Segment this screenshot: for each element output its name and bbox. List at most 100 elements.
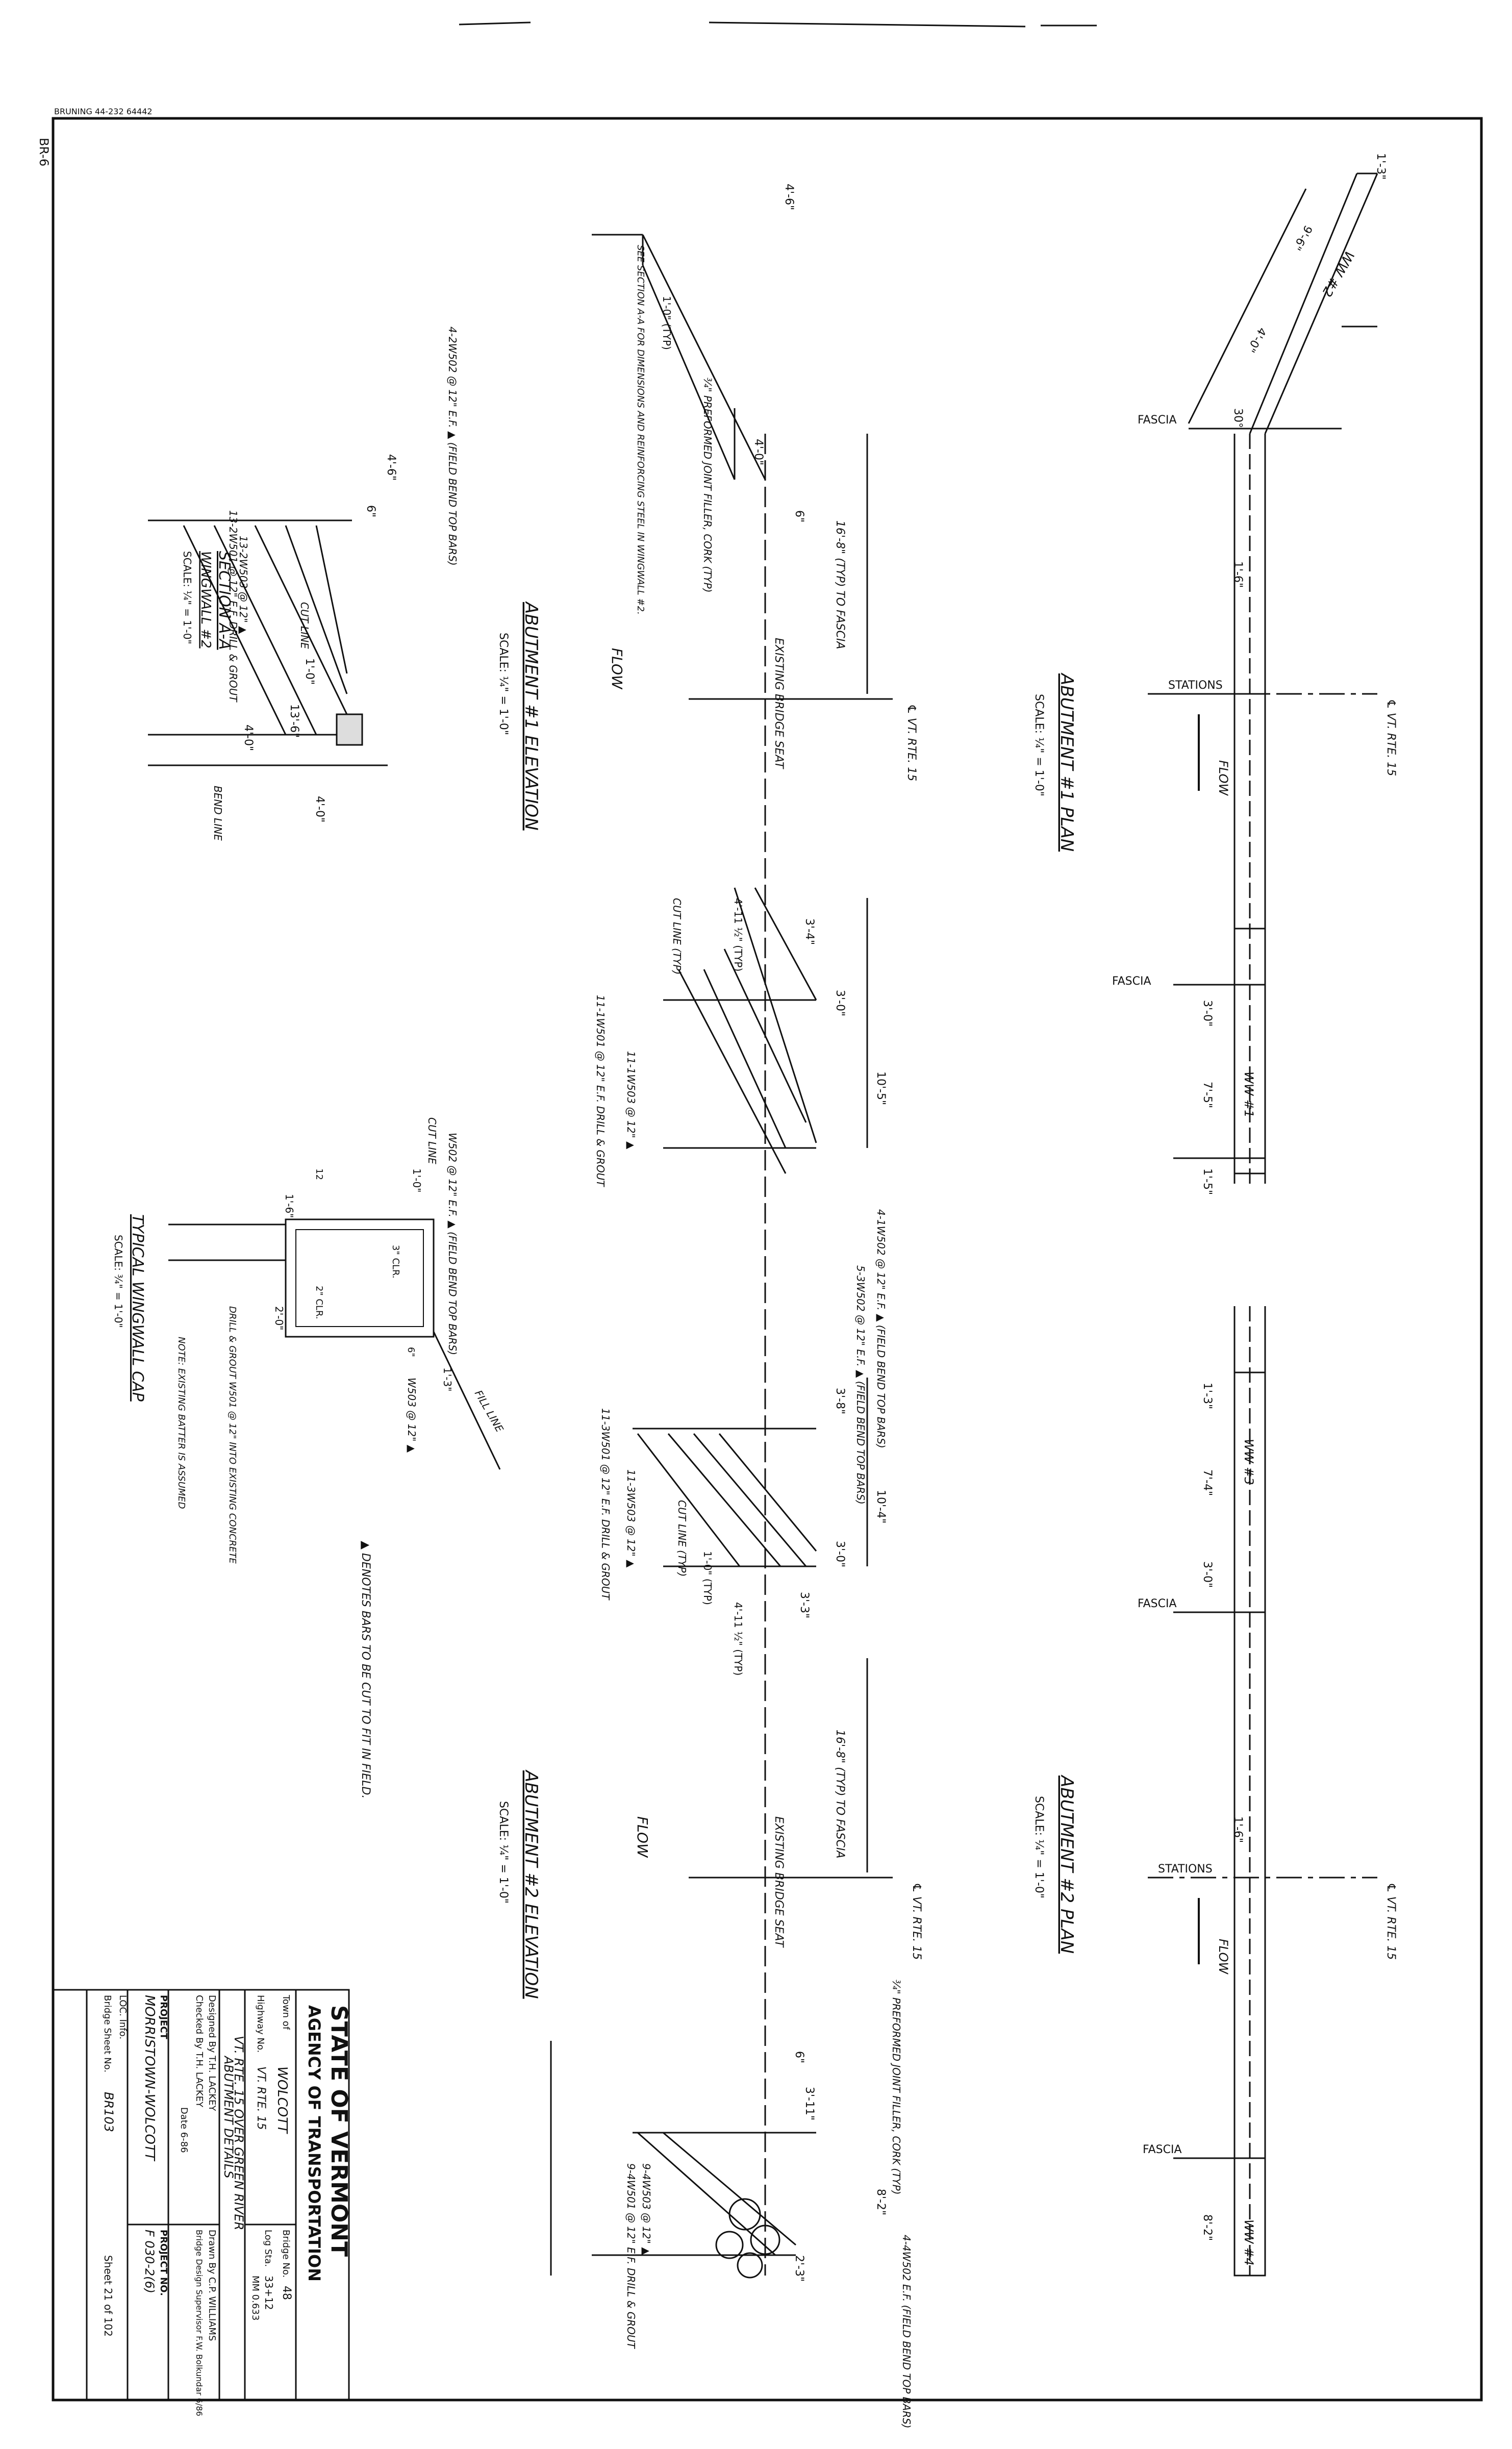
section-aa-bars-501: 13-2W501 @ 12" E.F. DRILL & GROUT [227, 510, 239, 703]
ww1-bars-503: 11-1W503 @ 12" ▲ [625, 1051, 637, 1149]
abut1-dim-4-0: 4'-0" [1244, 325, 1269, 355]
abut1-dim-6-elev: 6" [793, 510, 805, 522]
loc-info: LOC. Info. [117, 1995, 128, 2039]
section-aa-dim-4-0b: 4'-0" [313, 796, 326, 822]
abut1-stations-label: STATIONS [1168, 679, 1223, 692]
town-value: WOLCOTT [274, 2066, 290, 2134]
wingwall-cap-w503: W503 @ 12" ▲ [406, 1378, 418, 1453]
section-aa-dim-1-0: 1'-0" [303, 658, 316, 685]
abut2-joint-note: ¾" PREFORMED JOINT FILLER, CORK (TYP) [890, 1980, 902, 2195]
abut1-centerline-label: ℄ VT. RTE. 15 [1384, 699, 1397, 776]
abut2-stations-label: STATIONS [1158, 1863, 1213, 1876]
abut2-elev-centerline: ℄ VT. RTE. 15 [910, 1883, 923, 1960]
wingwall-cap-dim-1-6: 1'-6" [283, 1194, 295, 1218]
abut1-plan-title: ABUTMENT #1 PLAN [1056, 672, 1077, 852]
check-date: Date 6-86 [179, 2107, 189, 2153]
wingwall-cap-note: NOTE: EXISTING BATTER IS ASSUMED [176, 1337, 187, 1509]
wingwall-cap-dim-1-0: 1'-0" [411, 1168, 423, 1192]
abut1-elev-scale: SCALE: ¼" = 1'-0" [497, 633, 510, 735]
abut1-dim-4-0-elev: 4'-0" [752, 439, 765, 465]
project-no-label: PROJECT NO. [158, 2230, 169, 2296]
section-aa-dim-4-0a: 4'-0" [242, 724, 255, 751]
abut2-dim-3-0: 3'-0" [1201, 1561, 1214, 1588]
abutment-1-plan [1148, 172, 1378, 1184]
mm-value: MM 0.633 [250, 2276, 261, 2320]
section-aa-bars-502: 4-2W502 @ 12" E.F. ▲ (FIELD BEND TOP BAR… [446, 327, 459, 566]
wingwall-cap-dim-2-0: 2'-0" [273, 1306, 285, 1330]
ww1-bars-502: 4-1W502 @ 12" E.F. ▲ (FIELD BEND TOP BAR… [875, 1209, 887, 1448]
section-aa-dim-6: 6" [364, 505, 377, 517]
abut1-dim-7-5: 7'-5" [1201, 1082, 1214, 1108]
wingwall-cap-dim-3clr: 3" CLR. [390, 1245, 401, 1279]
abut1-joint-note: ¾" PREFORMED JOINT FILLER, CORK (TYP) [701, 378, 714, 593]
sheet-no-label: Bridge Sheet No. [102, 1995, 113, 2072]
abut2-dim-7-4: 7'-4" [1201, 1469, 1214, 1496]
abut2-plan-scale: SCALE: ¼" = 1'-0" [1032, 1796, 1045, 1898]
ww2-label: WW #2 [1319, 248, 1357, 299]
ww3-cut-line: CUT LINE (TYP) [676, 1500, 688, 1577]
abut1-dim-3-0: 3'-0" [1201, 1000, 1214, 1027]
abut1-see-section: SEE SECTION A-A FOR DIMENSIONS AND REINF… [635, 245, 646, 615]
abut1-dim-1-5: 1'-5" [1201, 1168, 1214, 1195]
ww3-bars-501: 11-3W501 @ 12" E.F. DRILL & GROUT [599, 1408, 612, 1601]
abut2-flow-elev: FLOW [634, 1816, 651, 1858]
wingwall-cap-w502: W502 @ 12" E.F. ▲ (FIELD BEND TOP BARS) [446, 1133, 459, 1355]
abutment-2-plan-labels: ABUTMENT #2 PLAN SCALE: ¼" = 1'-0" FASCI… [1032, 1383, 1397, 2265]
state-title: STATE OF VERMONT [326, 2005, 352, 2257]
section-aa-dim-13-6: 13'-6" [288, 704, 300, 738]
designed-by: Designed By T.H. LACKEY [207, 1995, 217, 2112]
supervisor: Bridge Design Supervisor F.W. Bolkundar … [194, 2230, 204, 2416]
wingwall-cap-dim-1-3: 1'-3" [441, 1367, 453, 1391]
drawn-by: Drawn By C.P. WILLIAMS [207, 2230, 217, 2341]
sheet-code: BR-6 [37, 138, 51, 166]
abut1-elev-title: ABUTMENT #1 ELEVATION [521, 601, 541, 831]
boulders [715, 2198, 780, 2279]
abutment-2-elevation-labels: ABUTMENT #2 ELEVATION SCALE: ¼" = 1'-0" … [497, 1265, 923, 2429]
abut1-dim-1-0: 1'-0" (TYP) [661, 296, 673, 350]
abut1-flow-elev: FLOW [609, 648, 625, 690]
ww4-bars-501: 9-4W501 @ 12" E.F. DRILL & GROUT [625, 2163, 637, 2350]
project-value: MORRISTOWN-WOLCOTT [142, 1995, 157, 2162]
abut1-elev-centerline: ℄ VT. RTE. 15 [905, 704, 918, 781]
log-sta-value: 33+12 [263, 2276, 275, 2310]
abutment-1-elevation [592, 234, 893, 2276]
project-no-value: F 030-2(6) [142, 2230, 157, 2293]
section-aa-scale: SCALE: ¼" = 1'-0" [181, 551, 193, 644]
ww1-label: WW #1 [1242, 1071, 1256, 1117]
checked-by: Checked By T.H. LACKEY [194, 1995, 205, 2108]
title-block-labels: STATE OF VERMONT AGENCY OF TRANSPORTATIO… [102, 1994, 352, 2416]
ww3-dim-10-4: 10'-4" [874, 1490, 887, 1523]
ww4-dim-3-11: 3'-11" [803, 2087, 816, 2120]
abutment-2-elevation [550, 1378, 893, 2276]
abut1-bridge-seat: EXISTING BRIDGE SEAT [772, 638, 785, 769]
title-block [52, 1989, 350, 2401]
ww4-bars-502: 4-4W502 E.F. (FIELD BEND TOP BARS) [900, 2235, 913, 2429]
wingwall-cap-dim-12: 12 [314, 1168, 324, 1180]
agency-title: AGENCY OF TRANSPORTATION [305, 2005, 324, 2282]
ww4-bars-503: 9-4W503 @ 12" ▲ [640, 2163, 652, 2255]
ww4-label: WW #4 [1242, 2219, 1256, 2265]
section-aa-cut-line: CUT LINE [298, 602, 311, 649]
section-aa-dim-4-6: 4'-6" [385, 454, 397, 481]
paper-stamp: BRUNING 44-232 64442 [54, 107, 153, 116]
route-over: VT. RTE. 15 OVER GREEN RIVER [232, 2036, 246, 2230]
abut1-flow-label: FLOW [1216, 760, 1230, 796]
ww3-dim-3-8: 3'-8" [834, 1388, 846, 1414]
section-aa-bars-503: 13-2W503 @ 12" ▲ [237, 536, 249, 634]
abut2-elev-title: ABUTMENT #2 ELEVATION [521, 1769, 541, 1999]
wingwall-cap [168, 1218, 501, 1470]
abut2-plan-title: ABUTMENT #2 PLAN [1056, 1775, 1077, 1954]
ww3-dim-3-0: 3'-0" [834, 1541, 846, 1567]
project-label: PROJECT [158, 1995, 169, 2040]
abut1-dim-9-6: 9'-6" [1290, 223, 1315, 253]
abut2-dim-1-6: 1'-6" [1231, 1816, 1244, 1843]
wingwall-cap-dim-2clr: 2" CLR. [314, 1286, 324, 1319]
abut1-fascia-dim: 16'-8" (TYP) TO FASCIA [834, 520, 846, 649]
abut2-bridge-seat: EXISTING BRIDGE SEAT [772, 1816, 785, 1948]
ww1-dim-3-0: 3'-0" [834, 990, 846, 1016]
wingwall-cap-dim-6: 6" [406, 1347, 416, 1357]
ww4-dim-2-3: 2'-3" [793, 2255, 805, 2282]
abut1-dim-1-6: 1'-6" [1231, 561, 1244, 588]
ww3-bars-503: 11-3W503 @ 12" ▲ [625, 1469, 637, 1568]
